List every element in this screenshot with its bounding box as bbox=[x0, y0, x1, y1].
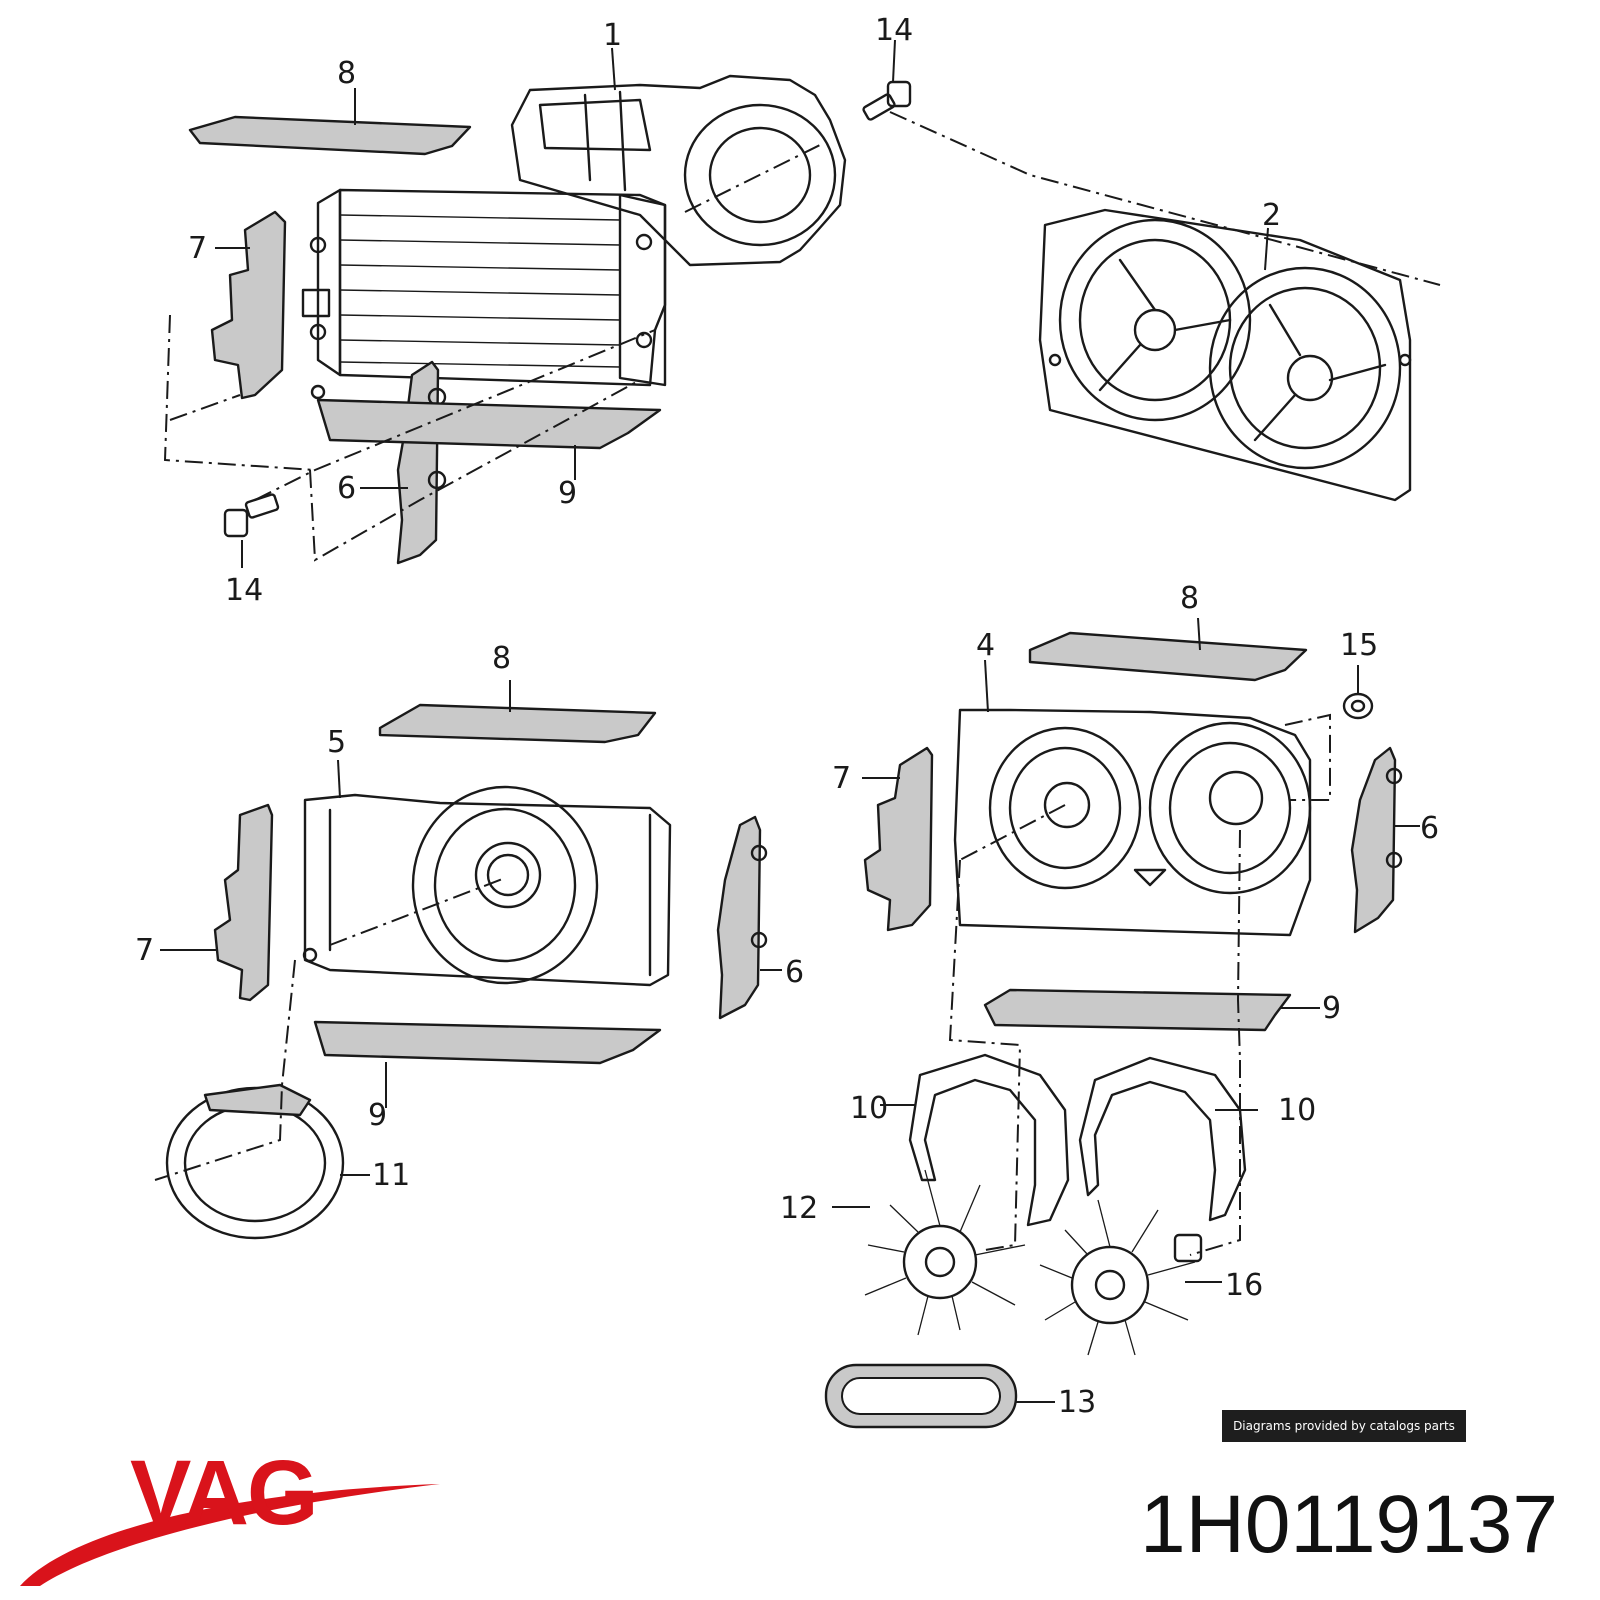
shroud-5 bbox=[302, 785, 672, 987]
seal-11-middle-left bbox=[313, 1020, 662, 1065]
callout-1: 1 bbox=[603, 18, 622, 53]
callout-5: 5 bbox=[327, 725, 346, 760]
vag-logo: VAG bbox=[20, 1442, 440, 1586]
callout-15: 15 bbox=[1340, 628, 1378, 663]
fan-ring-6-right bbox=[1078, 1056, 1247, 1222]
callout-labels: 1 14 8 2 7 6 9 14 8 4 15 8 5 7 6 7 6 9 9… bbox=[135, 13, 1439, 1420]
callout-4: 4 bbox=[976, 628, 995, 663]
callout-11-top: 9 bbox=[558, 476, 577, 511]
seal-9-middle-left bbox=[213, 803, 274, 1002]
part-number: 1H0119137 bbox=[1140, 1479, 1558, 1570]
callout-7: 11 bbox=[372, 1158, 410, 1193]
seal-10-middle-right bbox=[1028, 631, 1308, 682]
top-left-assembly bbox=[163, 39, 1441, 568]
callout-10-middle-left: 8 bbox=[492, 641, 511, 676]
fan-impeller-16 bbox=[1039, 1199, 1203, 1356]
callout-14-left: 14 bbox=[225, 573, 263, 608]
callout-11-middle-right: 9 bbox=[1322, 991, 1341, 1026]
callout-9-middle-right: 7 bbox=[832, 761, 851, 796]
diagram-credit-badge: Diagrams provided by catalogs parts bbox=[1222, 1410, 1466, 1442]
seal-9-top bbox=[210, 210, 287, 400]
fan-impeller-12 bbox=[864, 1169, 1026, 1336]
radiator-core bbox=[301, 188, 667, 400]
seal-11-middle-right bbox=[983, 988, 1292, 1032]
callout-6-left: 10 bbox=[850, 1091, 888, 1126]
callout-11-middle-left: 9 bbox=[368, 1098, 387, 1133]
callout-10-top: 8 bbox=[337, 56, 356, 91]
twin-fan-shroud-2 bbox=[1038, 208, 1412, 502]
seal-8-middle-right bbox=[1350, 746, 1397, 934]
callout-9-top: 7 bbox=[188, 231, 207, 266]
callout-13: 13 bbox=[1058, 1385, 1096, 1420]
callout-16: 16 bbox=[1225, 1268, 1263, 1303]
shroud-1 bbox=[510, 74, 847, 267]
gasket-13 bbox=[824, 1363, 1018, 1429]
callout-10-middle-right: 8 bbox=[1180, 581, 1199, 616]
callout-12: 12 bbox=[780, 1191, 818, 1226]
shroud-4 bbox=[953, 708, 1312, 937]
callout-8-middle-left: 6 bbox=[785, 955, 804, 990]
seal-9-middle-right bbox=[863, 746, 934, 932]
callout-8-top: 6 bbox=[337, 471, 356, 506]
brand-name: VAG bbox=[130, 1442, 317, 1544]
fan-ring-7 bbox=[165, 1083, 345, 1240]
seal-8-middle-left bbox=[716, 815, 762, 1020]
bolt-14-top bbox=[862, 80, 912, 121]
seal-11-top bbox=[316, 398, 662, 450]
callout-2: 2 bbox=[1262, 198, 1281, 233]
callout-9-middle-left: 7 bbox=[135, 933, 154, 968]
seal-10-middle-left bbox=[378, 703, 657, 744]
seal-10-top bbox=[188, 115, 472, 156]
nut-15 bbox=[1342, 692, 1374, 720]
callout-14-top: 14 bbox=[875, 13, 913, 48]
middle-left-assembly bbox=[154, 680, 782, 1240]
callout-6-right: 10 bbox=[1278, 1093, 1316, 1128]
bolt-14-left bbox=[223, 493, 280, 538]
callout-8-middle-right: 6 bbox=[1420, 811, 1439, 846]
middle-right-assembly bbox=[824, 617, 1420, 1429]
fan-ring-6-left bbox=[908, 1053, 1070, 1227]
